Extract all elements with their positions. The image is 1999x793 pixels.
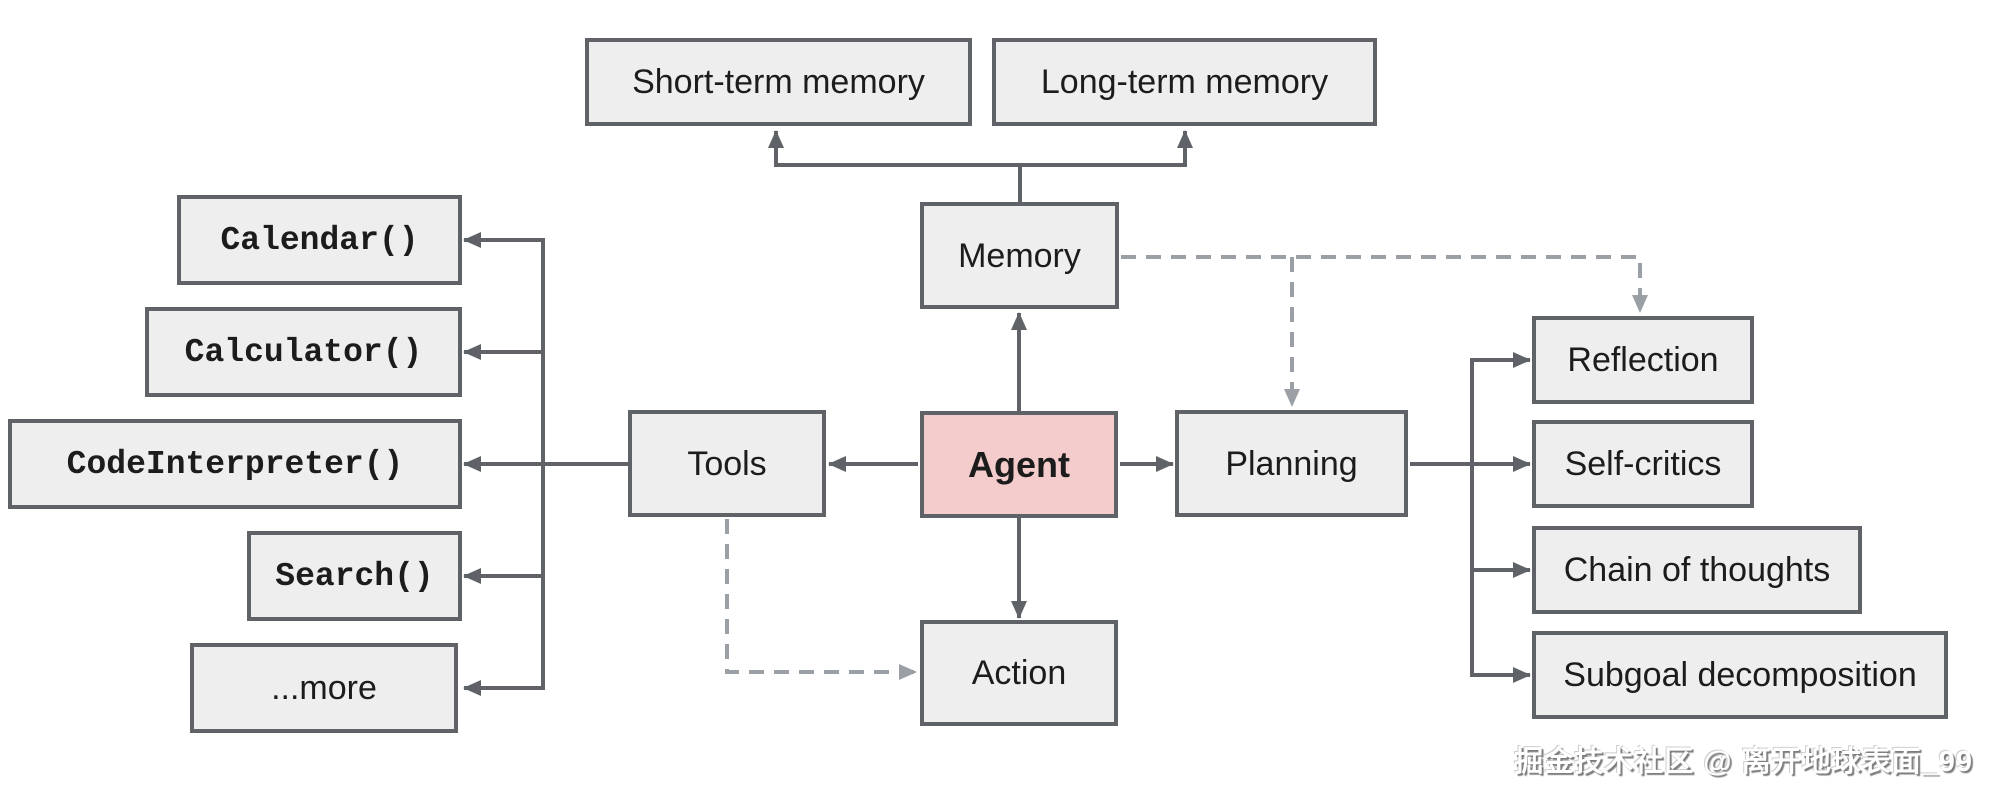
edge-memory-reflection-dashed xyxy=(1121,255,1648,313)
node-short-term-memory: Short-term memory xyxy=(585,38,972,126)
node-more: ...more xyxy=(190,643,458,733)
solid-connectors xyxy=(463,130,1531,696)
edge-tools-action-dashed xyxy=(725,519,917,680)
node-agent: Agent xyxy=(920,411,1118,518)
node-search: Search() xyxy=(247,531,462,621)
node-subgoal-decomposition: Subgoal decomposition xyxy=(1532,631,1948,719)
node-long-term-memory: Long-term memory xyxy=(992,38,1377,126)
dashed-connectors xyxy=(725,255,1648,680)
watermark-text: 掘金技术社区 @ 离开地球表面_99 xyxy=(1514,746,1973,778)
node-self-critics: Self-critics xyxy=(1532,420,1754,508)
node-planning: Planning xyxy=(1175,410,1408,517)
node-action: Action xyxy=(920,620,1118,726)
node-tools: Tools xyxy=(628,410,826,517)
node-calculator: Calculator() xyxy=(145,307,462,397)
node-calendar: Calendar() xyxy=(177,195,462,285)
node-code-interpreter: CodeInterpreter() xyxy=(8,419,462,509)
node-chain-of-thoughts: Chain of thoughts xyxy=(1532,526,1862,614)
node-reflection: Reflection xyxy=(1532,316,1754,404)
node-memory: Memory xyxy=(920,202,1119,309)
